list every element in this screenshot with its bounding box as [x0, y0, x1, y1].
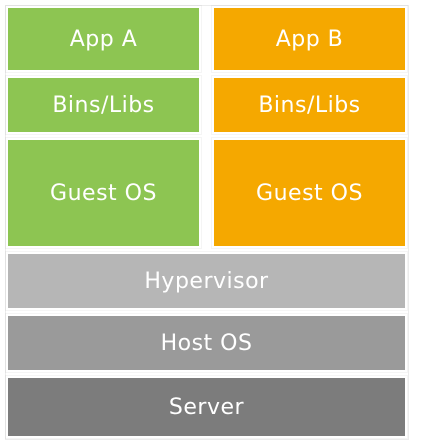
server-block: Server — [5, 375, 408, 439]
bins-libs-b-label: Bins/Libs — [258, 92, 361, 118]
app-b-label: App B — [275, 26, 344, 52]
hypervisor-block: Hypervisor — [5, 251, 408, 311]
hypervisor-label: Hypervisor — [144, 268, 269, 294]
server-label: Server — [168, 394, 245, 420]
bins-libs-a-block: Bins/Libs — [5, 75, 202, 135]
app-b-block: App B — [211, 5, 408, 73]
host-os-block: Host OS — [5, 313, 408, 373]
app-a-block: App A — [5, 5, 202, 73]
app-a-label: App A — [69, 26, 138, 52]
host-os-label: Host OS — [160, 330, 253, 356]
bins-libs-a-label: Bins/Libs — [52, 92, 155, 118]
guest-os-a-block: Guest OS — [5, 137, 202, 249]
guest-os-b-block: Guest OS — [211, 137, 408, 249]
guest-os-a-label: Guest OS — [50, 180, 157, 206]
guest-os-b-label: Guest OS — [256, 180, 363, 206]
bins-libs-b-block: Bins/Libs — [211, 75, 408, 135]
